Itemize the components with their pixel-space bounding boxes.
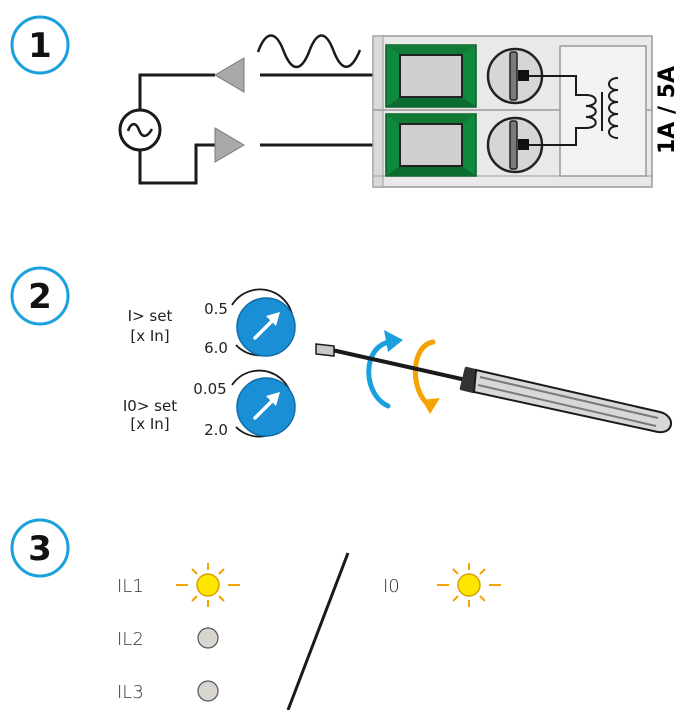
- wiring: [138, 73, 385, 185]
- step-1-badge: [10, 15, 70, 75]
- step-1: 1: [10, 15, 676, 188]
- led-il1-indicator: [176, 563, 240, 607]
- step-2: 2 I> set [x In] 0.5 6.0 I0> set [x In] 0…: [10, 266, 672, 439]
- dial-i0-set: I0> set [x In] 0.05 2.0: [123, 369, 296, 439]
- input-triangle-icon: [214, 57, 245, 93]
- step-3-badge: [10, 518, 70, 578]
- transformer-icon: [529, 75, 619, 146]
- dial-i-knob[interactable]: [236, 297, 296, 357]
- led-il3-label: IL3: [117, 682, 144, 703]
- step-2-badge: [10, 266, 70, 326]
- dial-i-label-2: [x In]: [130, 327, 169, 345]
- screwdriver-icon: [315, 343, 672, 434]
- dial-i0-max: 2.0: [204, 421, 228, 439]
- dial-i0-knob[interactable]: [236, 377, 296, 437]
- current-rating-label: 1A / 5A: [655, 66, 676, 154]
- step-1-number: 1: [28, 26, 52, 66]
- dial-i-label-1: I> set: [128, 307, 173, 325]
- dial-i-set: I> set [x In] 0.5 6.0: [128, 288, 296, 357]
- dial-i0-min: 0.05: [193, 380, 226, 398]
- output-triangle-icon: [214, 127, 245, 163]
- led-i0-label: I0: [383, 576, 400, 597]
- sine-glyph: [126, 122, 154, 138]
- led-il2-indicator: [197, 627, 219, 649]
- step-3: 3 IL1 IL2 IL3 I0: [10, 518, 501, 710]
- step-2-number: 2: [28, 277, 52, 317]
- led-il1-label: IL1: [117, 576, 144, 597]
- led-i0-indicator: [437, 563, 501, 607]
- dial-i-min: 0.5: [204, 300, 228, 318]
- divider: [286, 552, 350, 710]
- dial-i-max: 6.0: [204, 339, 228, 357]
- terminal-top: [385, 44, 477, 108]
- rotate-counterclockwise-icon: [366, 330, 403, 409]
- led-il2-label: IL2: [117, 629, 144, 650]
- rotate-clockwise-icon: [412, 339, 440, 414]
- dial-i0-label-2: [x In]: [130, 415, 169, 433]
- led-il3-indicator: [197, 680, 219, 702]
- terminal-bottom: [385, 113, 477, 177]
- step-3-number: 3: [28, 529, 52, 569]
- signal-wave-icon: [256, 34, 362, 69]
- dial-i0-label-1: I0> set: [123, 397, 177, 415]
